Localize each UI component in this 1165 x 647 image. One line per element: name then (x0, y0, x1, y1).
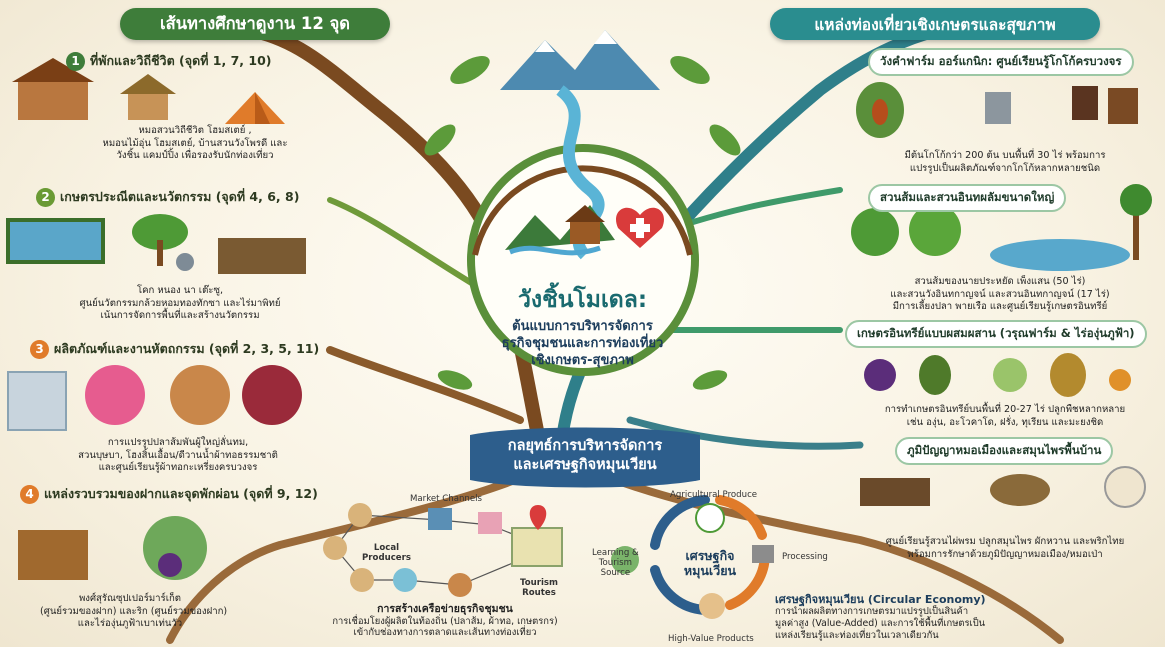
left-section-1-title: 1 ที่พักและวิถีชีวิต (จุดที่ 1, 7, 10) (66, 51, 272, 71)
network-line: การเชื่อมโยงผู้ผลิตในท้องถิ่น (ปลาส้ม, ผ… (332, 615, 558, 627)
right-banner: แหล่งท่องเที่ยวเชิงเกษตรและสุขภาพ (770, 8, 1100, 40)
left-section-4-desc: พงศ์สุรัณซุปเปอร์มาร์เก็ต (ศูนย์รวมของฝา… (40, 593, 228, 631)
left-section-1-desc: หมอสวนวิถีชีวิต โฮมสเตย์ , หมอนไม้อุ่น โ… (80, 125, 310, 163)
circular-title: เศรษฐกิจหมุนเวียน (Circular Economy) (775, 593, 986, 606)
desc-line: การแปรรูปปลาส้มพันผู้ใหญ่ลั่นทม, (107, 437, 249, 448)
desc-line: แปรรูปเป็นผลิตภัณฑ์จากโกโก้หลากหลายชนิด (909, 162, 1101, 174)
center-title-block: วังชิ้นโมเดล: ต้นแบบการบริหารจัดการ ธุรก… (470, 282, 695, 369)
desc-line: และศูนย์เรียนรู้ผ้าทอกะเหรี่ยงครบวงจร (98, 462, 258, 473)
desc-line: โคก หนอง นา เต๊ะซู, (136, 285, 224, 296)
section-number: 3 (30, 339, 49, 359)
network-line: เข้ากับช่องทางการตลาดและเส้นทางท่องเที่ย… (353, 627, 537, 638)
right-section-3-desc: การทำเกษตรอินทรีย์บนพื้นที่ 20-27 ไร่ ปล… (860, 404, 1150, 429)
desc-line: การทำเกษตรอินทรีย์บนพื้นที่ 20-27 ไร่ ปล… (884, 404, 1126, 415)
desc-line: และสวนวังอินทกาญจน์ และสวนอินทกาญจน์ (17… (890, 288, 1110, 300)
label-line: Tourism (598, 558, 632, 568)
section-number: 1 (66, 51, 85, 71)
desc-line: มีต้นโกโก้กว่า 200 ต้น บนพื้นที่ 30 ไร่ … (904, 150, 1106, 161)
desc-line: เน้นการจัดการพื้นที่และสร้างนวัตกรรม (100, 310, 260, 321)
circular-economy-block: เศรษฐกิจหมุนเวียน (Circular Economy) การ… (775, 594, 1075, 642)
label-line: Tourism (520, 578, 558, 588)
desc-line: สวนบุษบา, โฮงสิ้นเอื้อน/ดีวานน้ำผ้าทอธรร… (78, 449, 278, 461)
right-section-3-title: เกษตรอินทรีย์แบบผสมผสาน (วรุณฟาร์ม & ไร่… (845, 320, 1147, 348)
center-subtitle-3: เชิงเกษตร-สุขภาพ (531, 353, 634, 368)
label-line: Learning & (592, 548, 639, 558)
market-channels-label: Market Channels (410, 494, 483, 504)
section-title: ผลิตภัณฑ์และงานหัตถกรรม (จุดที่ 2, 3, 5,… (54, 341, 320, 356)
local-producers-label: Local Producers (362, 543, 411, 563)
network-title: การสร้างเครือข่ายธุรกิจชุมชน (377, 603, 513, 615)
center-subtitle-1: ต้นแบบการบริหารจัดการ (512, 319, 653, 334)
right-section-1-title: วังคำฟาร์ม ออร์แกนิก: ศูนย์เรียนรู้โกโก้… (868, 48, 1134, 76)
left-section-3-title: 3 ผลิตภัณฑ์และงานหัตถกรรม (จุดที่ 2, 3, 5… (30, 339, 319, 359)
circular-line: การนำผลผลิตทางการเกษตรมาแปรรูปเป็นสินค้า (775, 606, 969, 617)
right-section-1-desc: มีต้นโกโก้กว่า 200 ต้น บนพื้นที่ 30 ไร่ … (870, 150, 1140, 175)
cycle-highvalue-label: High-Value Products (668, 634, 754, 644)
label-line: Source (600, 568, 631, 578)
center-subtitle-2: ธุรกิจชุมชนและการท่องเที่ยว (501, 336, 664, 351)
bottom-banner: กลยุทธ์การบริหารจัดการ และเศรษฐกิจหมุนเว… (470, 437, 700, 475)
circular-line: แหล่งเรียนรู้และท่องเที่ยวในเวลาเดียวกัน (775, 630, 939, 641)
left-section-4-title: 4 แหล่งรวบรวมของฝากและจุดพักผ่อน (จุดที่ … (20, 484, 318, 504)
left-section-2-title: 2 เกษตรประณีตและนวัตกรรม (จุดที่ 4, 6, 8) (36, 187, 299, 207)
tourism-routes-label: Tourism Routes (520, 578, 558, 598)
network-description: การสร้างเครือข่ายธุรกิจชุมชน การเชื่อมโย… (300, 603, 590, 639)
right-section-4-title: ภูมิปัญญาหมอเมืองและสมุนไพรพื้นบ้าน (895, 437, 1114, 465)
bottom-banner-line-2: และเศรษฐกิจหมุนเวียน (513, 457, 657, 473)
desc-line: และไร่องุ่นภูฟ้าเบาเท่นวัว (77, 618, 183, 629)
left-banner: เส้นทางศึกษาดูงาน 12 จุด (120, 8, 390, 40)
cycle-center-line: เศรษฐกิจ (685, 548, 735, 563)
section-number: 2 (36, 187, 55, 207)
section-title: ที่พักและวิถีชีวิต (จุดที่ 1, 7, 10) (90, 53, 272, 68)
right-banner-text: แหล่งท่องเที่ยวเชิงเกษตรและสุขภาพ (814, 15, 1056, 34)
bottom-banner-line-1: กลยุทธ์การบริหารจัดการ (507, 438, 663, 454)
circular-line: มูลค่าสูง (Value-Added) และการใช้พื้นที่… (775, 618, 986, 629)
desc-line: วังชิ้น แคมป์ปิ้ง เพื่อรองรับนักท่องเที่… (116, 150, 274, 161)
desc-line: หมอสวนวิถีชีวิต โฮมสเตย์ , (138, 125, 252, 136)
label-line: Producers (362, 553, 411, 563)
desc-line: (ศูนย์รวมของฝาก) และริก (ศูนย์รวมของฝาก) (40, 605, 228, 617)
center-title: วังชิ้นโมเดล: (517, 287, 648, 313)
right-section-4-desc: ศูนย์เรียนรู้สวนไผ่พรม ปลูกสมุนไพร ผักหว… (855, 536, 1155, 561)
right-section-2-desc: สวนส้มของนายประหยัด เพ็งแสน (50 ไร่) และ… (860, 276, 1140, 314)
left-section-3-desc: การแปรรูปปลาส้มพันผู้ใหญ่ลั่นทม, สวนบุษบ… (58, 437, 298, 475)
desc-line: หมอนไม้อุ่น โฮมสเตย์, บ้านสวนวังโพรดี แล… (102, 137, 288, 149)
desc-line: มีการเลี้ยงปลา พายเรือ และศูนย์เรียนรู้เ… (892, 301, 1108, 312)
desc-line: เช่น องุ่น, อะโวคาโด, ฝรั่ง, ทุเรียน และ… (906, 416, 1104, 428)
cycle-processing-label: Processing (782, 552, 828, 562)
desc-line: พร้อมการรักษาด้วยภูมิปัญญาหมอเมือง/หมอเป… (907, 548, 1103, 560)
section-number: 4 (20, 484, 39, 504)
cycle-agri-label: Agricultural Produce (670, 490, 758, 500)
desc-line: สวนส้มของนายประหยัด เพ็งแสน (50 ไร่) (914, 276, 1086, 287)
desc-line: ศูนย์นวัตกรรมกล้วยหอมทองทักซา และไร่มาพิ… (79, 297, 281, 309)
desc-line: ศูนย์เรียนรู้สวนไผ่พรม ปลูกสมุนไพร ผักหว… (885, 536, 1125, 547)
label-line: Routes (522, 588, 556, 598)
label-line: Local (373, 543, 400, 553)
cycle-center-line: หมุนเวียน (683, 563, 737, 578)
left-banner-text: เส้นทางศึกษาดูงาน 12 จุด (160, 14, 350, 33)
left-section-2-desc: โคก หนอง นา เต๊ะซู, ศูนย์นวัตกรรมกล้วยหอ… (60, 285, 300, 323)
section-title: แหล่งรวบรวมของฝากและจุดพักผ่อน (จุดที่ 9… (44, 486, 318, 501)
section-title: เกษตรประณีตและนวัตกรรม (จุดที่ 4, 6, 8) (60, 189, 300, 204)
cycle-learning-label: Learning & Tourism Source (592, 548, 639, 578)
cycle-center: เศรษฐกิจ หมุนเวียน (670, 548, 750, 578)
right-section-2-title: สวนส้มและสวนอินทผลัมขนาดใหญ่ (868, 184, 1067, 212)
desc-line: พงศ์สุรัณซุปเปอร์มาร์เก็ต (78, 593, 182, 604)
